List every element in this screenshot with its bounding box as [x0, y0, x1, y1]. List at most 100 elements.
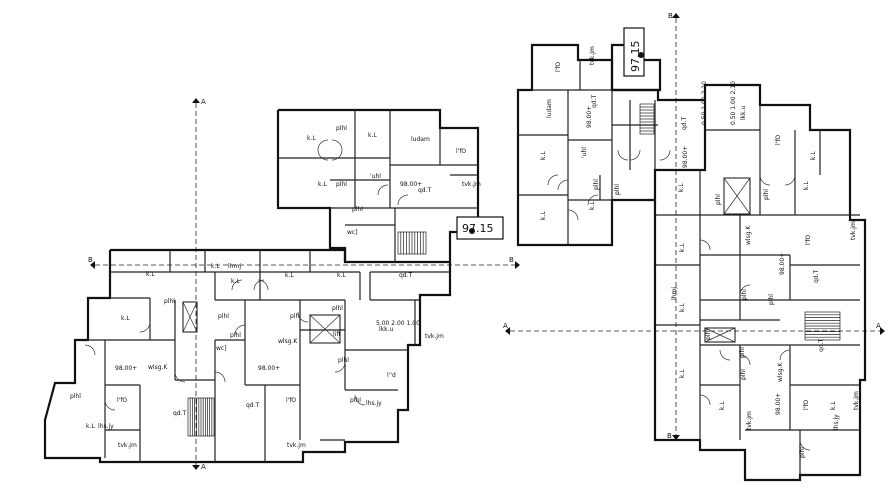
svg-text:tvk.jm: tvk.jm: [462, 181, 481, 188]
svg-text:A: A: [201, 463, 206, 471]
svg-text:wlsg.K: wlsg.K: [777, 362, 784, 382]
svg-text:A: A: [876, 322, 881, 330]
svg-text:lhmj: lhmj: [228, 263, 241, 270]
svg-text:plhl: plhl: [763, 189, 770, 200]
svg-text:k.L: k.L: [211, 263, 220, 270]
svg-text:5.00 2.00 1.00: 5.00 2.00 1.00: [376, 320, 420, 327]
svg-text:plhl: plhl: [352, 206, 363, 213]
svg-text:wlsg.K: wlsg.K: [278, 338, 298, 345]
svg-text:plhl: plhl: [768, 294, 775, 305]
section-lines: [95, 18, 880, 465]
svg-text:plhl: plhl: [338, 357, 349, 364]
svg-text:plhl: plhl: [336, 125, 347, 132]
left-building: 97.15 k.L k.L ludam l'fO 'uhl 98.00+ qd.…: [43, 108, 504, 464]
svg-text:k.L: k.L: [86, 423, 95, 430]
svg-text:97.15: 97.15: [462, 222, 494, 235]
svg-text:lhs.jy: lhs.jy: [366, 400, 382, 407]
svg-text:wc]: wc]: [347, 229, 358, 236]
svg-text:0.50 1.00 2.10: 0.50 1.00 2.10: [701, 81, 708, 125]
svg-text:98.00+: 98.00+: [779, 253, 786, 275]
svg-text:plhl: plhl: [350, 397, 361, 404]
svg-text:plhl: plhl: [741, 289, 748, 300]
svg-text:lhs.jy: lhs.jy: [98, 423, 114, 430]
svg-text:plhl: plhl: [230, 332, 241, 339]
svg-text:l'fO: l'fO: [117, 397, 127, 404]
svg-text:plhl: plhl: [290, 313, 301, 320]
svg-text:k.L: k.L: [678, 183, 685, 192]
svg-text:l''d: l''d: [387, 372, 396, 379]
svg-text:98.00+: 98.00+: [400, 181, 422, 188]
svg-text:ludam: ludam: [411, 136, 430, 143]
svg-text:k.L: k.L: [810, 151, 817, 160]
svg-text:'uhl: 'uhl: [370, 173, 381, 180]
svg-text:k.L: k.L: [830, 401, 837, 410]
right-building: 97.15 l'fO tvk.jm ludam qd.T 98.00+ 'uhl…: [516, 27, 867, 482]
svg-text:A: A: [201, 98, 206, 106]
svg-text:tvk.jm: tvk.jm: [287, 442, 306, 449]
svg-text:98.00+: 98.00+: [115, 365, 137, 372]
svg-text:k.L: k.L: [307, 135, 316, 142]
svg-text:qd.T: qd.T: [813, 269, 820, 283]
svg-text:qd.T: qd.T: [818, 338, 825, 352]
svg-text:qd.T: qd.T: [246, 402, 260, 409]
svg-text:wlsg.K: wlsg.K: [148, 364, 168, 371]
svg-text:k.L: k.L: [719, 401, 726, 410]
svg-text:k.L: k.L: [540, 151, 547, 160]
svg-text:97.15: 97.15: [629, 41, 642, 73]
svg-text:98.00+: 98.00+: [775, 393, 782, 415]
svg-text:'uhl: 'uhl: [581, 147, 588, 158]
svg-text:lhs.jy: lhs.jy: [833, 414, 840, 430]
svg-text:k.L: k.L: [679, 243, 686, 252]
svg-text:ludam: ludam: [546, 99, 553, 118]
svg-text:tvk.jm: tvk.jm: [853, 391, 860, 410]
svg-text:k.L: k.L: [679, 303, 686, 312]
svg-text:B: B: [88, 256, 93, 264]
section-marker-a-bottom: A: [192, 463, 206, 471]
svg-text:plhl: plhl: [332, 305, 343, 312]
svg-text:plhl: plhl: [715, 194, 722, 205]
svg-text:plhl: plhl: [164, 298, 175, 305]
svg-text:k.L: k.L: [540, 211, 547, 220]
section-marker-b-left: B: [88, 256, 95, 269]
svg-text:k.L: k.L: [318, 181, 327, 188]
svg-text:B: B: [667, 432, 672, 440]
section-marker-b-bottom-right: B: [667, 432, 680, 440]
svg-text:k.L: k.L: [121, 315, 130, 322]
svg-text:plhl: plhl: [705, 329, 712, 340]
svg-text:qd.T: qd.T: [173, 410, 187, 417]
svg-text:tvk.jm: tvk.jm: [850, 221, 857, 240]
svg-text:k.L: k.L: [368, 132, 377, 139]
svg-text:plhl: plhl: [593, 179, 600, 190]
svg-text:k.L: k.L: [146, 271, 155, 278]
section-marker-a-left-right: A: [503, 322, 510, 335]
svg-text:lhmj: lhmj: [671, 287, 678, 300]
svg-text:plhl: plhl: [740, 369, 747, 380]
svg-text:lkk.u: lkk.u: [740, 105, 747, 120]
section-marker-b-top-right: B: [668, 12, 680, 20]
svg-text:98.00+: 98.00+: [258, 365, 280, 372]
section-marker-b-right: B: [509, 256, 520, 269]
svg-text:B: B: [668, 12, 673, 20]
svg-text:k.L: k.L: [589, 201, 596, 210]
svg-text:plhl: plhl: [799, 447, 806, 458]
svg-text:l'fO: l'fO: [456, 148, 466, 155]
svg-text:k.L: k.L: [803, 181, 810, 190]
svg-text:tvk.jm: tvk.jm: [425, 333, 444, 340]
svg-text:0.50 1.00 2.10: 0.50 1.00 2.10: [730, 81, 737, 125]
section-marker-a-right-right: A: [876, 322, 885, 335]
svg-text:plhl: plhl: [614, 184, 621, 195]
svg-text:qd.T: qd.T: [591, 94, 598, 108]
svg-text:l'fO: l'fO: [775, 135, 782, 145]
svg-text:k.L: k.L: [231, 278, 240, 285]
svg-text:plhl: plhl: [70, 393, 81, 400]
svg-text:l'fO: l'fO: [555, 62, 562, 72]
svg-text:wc]: wc]: [216, 345, 227, 352]
svg-text:98.00+: 98.00+: [586, 106, 593, 128]
svg-text:l'fO: l'fO: [805, 235, 812, 245]
svg-text:k.L: k.L: [285, 272, 294, 279]
svg-text:wlsg.K: wlsg.K: [745, 225, 752, 245]
svg-text:l'fO: l'fO: [803, 400, 810, 410]
svg-text:tvk.jm: tvk.jm: [118, 442, 137, 449]
svg-text:plhl: plhl: [739, 347, 746, 358]
